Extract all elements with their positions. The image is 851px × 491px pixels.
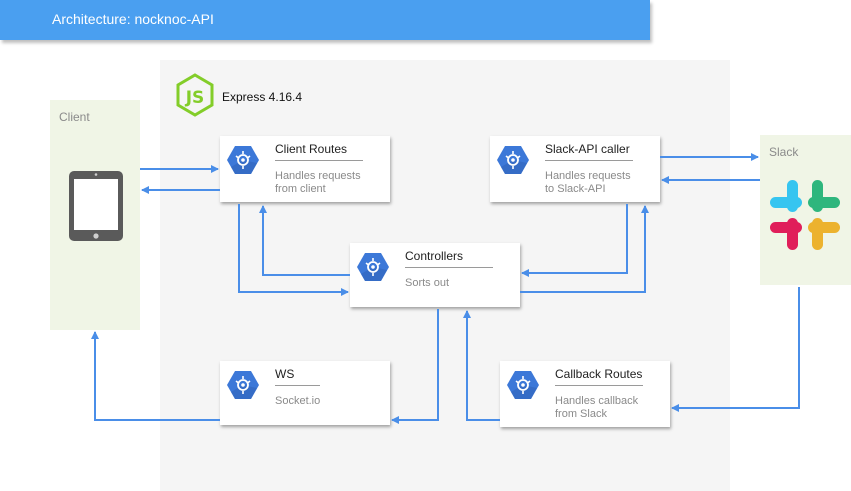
arrow-controllers-to-client-routes — [259, 205, 350, 276]
controllers-divider — [405, 267, 493, 268]
cloud-endpoints-icon — [507, 371, 539, 399]
cloud-endpoints-icon — [497, 146, 529, 174]
callback-routes-node: Callback Routes Handles callback from Sl… — [500, 361, 670, 427]
controllers-title: Controllers — [405, 249, 464, 263]
tablet-icon — [69, 171, 123, 241]
client-routes-title: Client Routes — [275, 142, 348, 156]
nodejs-logo-icon: JS — [176, 73, 214, 117]
client-routes-desc: Handles requests from client — [275, 170, 361, 195]
slack-api-caller-divider — [545, 160, 633, 161]
slack-zone: Slack — [760, 135, 851, 285]
slack-api-caller-title: Slack-API caller — [545, 142, 630, 156]
controllers-node: Controllers Sorts out — [350, 243, 520, 307]
arrow-slack-api-caller-to-controllers — [521, 204, 628, 277]
client-routes-node: Client Routes Handles requests from clie… — [220, 136, 390, 202]
arrow-controllers-to-ws — [391, 309, 439, 424]
ws-desc: Socket.io — [275, 395, 321, 407]
slack-zone-label: Slack — [769, 145, 799, 159]
ws-title: WS — [275, 367, 295, 381]
client-zone-label: Client — [59, 110, 90, 124]
title-bar: Architecture: nocknoc-API — [0, 0, 650, 40]
ws-divider — [275, 385, 320, 386]
cloud-endpoints-icon — [227, 146, 259, 174]
nodejs-logo-text: JS — [185, 88, 205, 108]
client-routes-divider — [275, 160, 363, 161]
callback-routes-title: Callback Routes — [555, 367, 643, 381]
callback-routes-divider — [555, 385, 643, 386]
arrow-client-routes-to-controllers — [238, 204, 349, 296]
arrow-ws-to-client — [91, 331, 220, 421]
diagram-title: Architecture: nocknoc-API — [52, 11, 214, 27]
slack-logo-icon — [770, 180, 840, 250]
arrow-controllers-to-slack-api-caller — [520, 205, 649, 293]
callback-routes-desc: Handles callback from Slack — [555, 395, 639, 420]
controllers-desc: Sorts out — [405, 277, 450, 289]
arrow-callback-routes-to-controllers — [463, 310, 500, 421]
cloud-endpoints-icon — [357, 253, 389, 281]
express-version-label: Express 4.16.4 — [222, 90, 303, 104]
arrow-slack-to-callback-routes — [671, 287, 800, 412]
slack-api-caller-desc: Handles requests to Slack-API — [545, 170, 631, 195]
slack-api-caller-node: Slack-API caller Handles requests to Sla… — [490, 136, 660, 202]
ws-node: WS Socket.io — [220, 361, 390, 425]
cloud-endpoints-icon — [227, 371, 259, 399]
